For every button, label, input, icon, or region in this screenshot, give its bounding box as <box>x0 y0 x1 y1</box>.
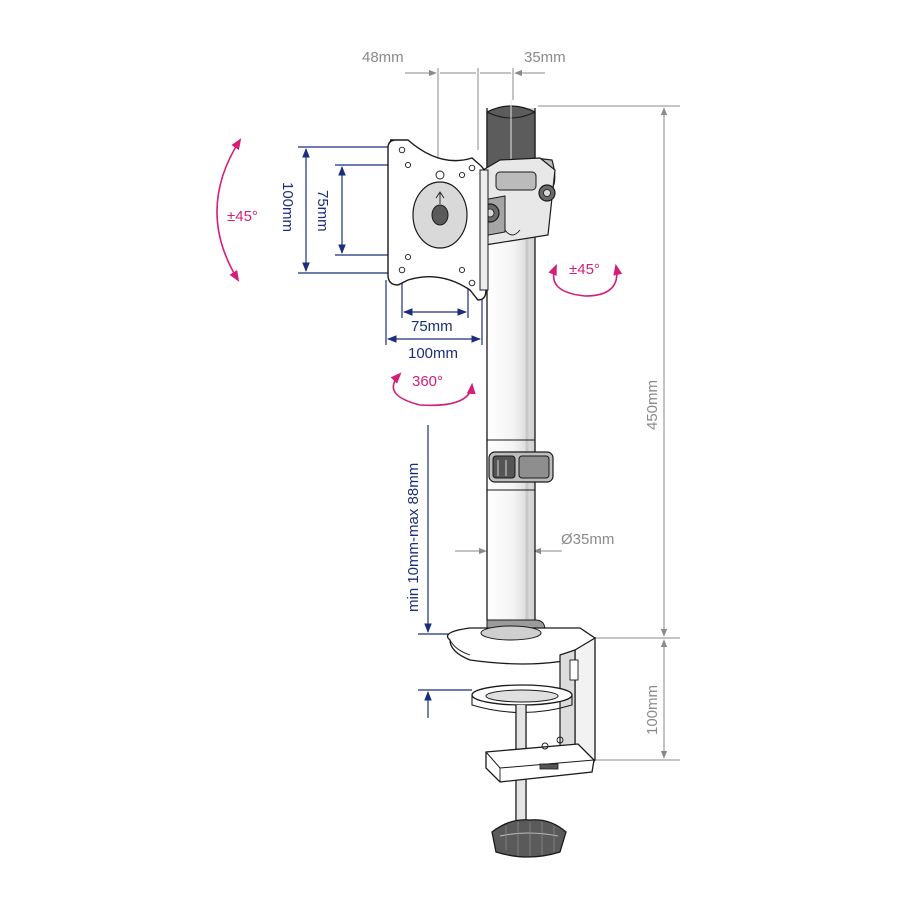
swivel-indicator: ±45° <box>548 261 623 297</box>
rotation-indicator: 360° <box>390 372 476 407</box>
base-plate <box>446 619 596 665</box>
tilt-label: ±45° <box>227 208 258 225</box>
head-offset-label: 35mm <box>524 49 566 66</box>
clamp-height-label: 100mm <box>644 685 661 735</box>
clamp-height-dimension: 100mm <box>592 639 680 761</box>
tilt-head <box>480 157 556 246</box>
desk-clamp <box>471 636 596 858</box>
pole-diameter-label: Ø35mm <box>561 531 614 548</box>
height-collar <box>488 451 554 483</box>
pole-height-label: 450mm <box>644 380 661 430</box>
desk-thickness-dimension: min 10mm-max 88mm <box>405 425 472 718</box>
pole-height-dimension: 450mm <box>538 105 680 639</box>
desk-thickness-label: min 10mm-max 88mm <box>405 463 422 612</box>
pole-diameter-dimension: Ø35mm <box>455 531 614 555</box>
arm-offset-label: 48mm <box>362 49 404 66</box>
rotation-label: 360° <box>412 373 443 390</box>
swivel-label: ±45° <box>569 261 600 278</box>
vesa-plate <box>387 139 489 301</box>
vesa-h-small-label: 75mm <box>411 318 453 335</box>
vesa-v-small-label: 75mm <box>314 190 331 232</box>
vesa-vertical-dimensions: 100mm 75mm <box>279 146 400 274</box>
top-offset-dimensions: 48mm 35mm <box>362 49 566 160</box>
vesa-h-large-label: 100mm <box>408 345 458 362</box>
tilt-indicator: ±45° <box>216 138 258 282</box>
vesa-v-large-label: 100mm <box>279 182 296 232</box>
